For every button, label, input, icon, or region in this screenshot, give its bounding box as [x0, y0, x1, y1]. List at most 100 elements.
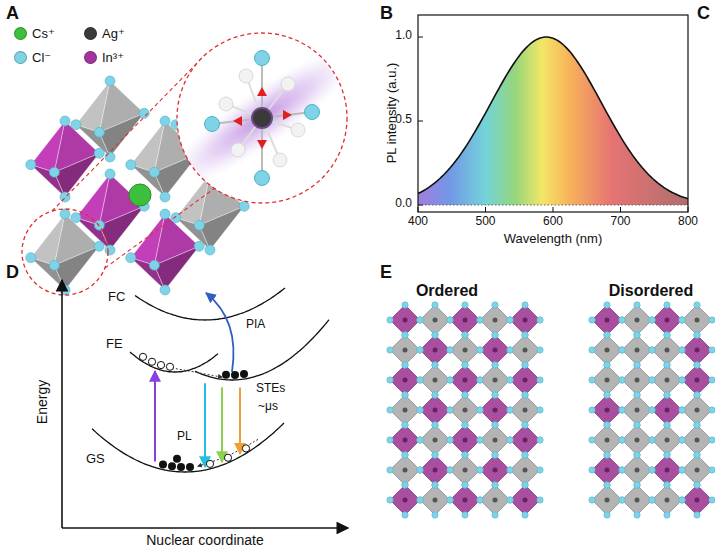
chloride-site: [477, 437, 483, 443]
chloride-site: [619, 467, 625, 473]
figure-label: 800: [678, 215, 698, 229]
chloride-site: [589, 437, 595, 443]
metal-site: [665, 318, 670, 323]
chloride-site: [679, 467, 685, 473]
chloride-site: [664, 482, 670, 488]
chloride-site: [462, 512, 468, 518]
chloride-site: [492, 422, 498, 428]
octahedron-tile: [592, 425, 622, 455]
chloride-site: [634, 332, 640, 338]
chloride-site: [694, 362, 700, 368]
chloride-site: [649, 467, 655, 473]
metal-site: [433, 318, 438, 323]
chloride-atom: [49, 167, 59, 177]
transition-arrow: [239, 388, 241, 454]
chloride-site: [694, 512, 700, 518]
carrier-filled: [168, 462, 176, 470]
octahedron-tile: [682, 455, 712, 485]
octahedron: [26, 116, 104, 202]
figure-label: ~μs: [258, 400, 278, 414]
ghost-atom: [281, 77, 295, 91]
metal-site: [635, 378, 640, 383]
chloride-site: [387, 437, 393, 443]
octahedron: [26, 209, 104, 295]
chloride-site: [604, 482, 610, 488]
y-tick: [418, 37, 423, 38]
panel-a-art: [22, 26, 376, 295]
chloride-atom: [60, 116, 70, 126]
chloride-site: [507, 467, 513, 473]
metal-site: [635, 438, 640, 443]
metal-site: [665, 468, 670, 473]
chloride-site: [522, 422, 528, 428]
chloride-atom: [255, 171, 270, 186]
chloride-site: [402, 452, 408, 458]
chloride-site: [432, 422, 438, 428]
chloride-site: [649, 497, 655, 503]
octahedron-face: [99, 113, 144, 157]
figure-label: FE: [106, 337, 123, 352]
chloride-site: [537, 317, 543, 323]
y-tick: [418, 121, 423, 122]
metal-site: [695, 498, 700, 503]
chloride-site: [619, 347, 625, 353]
chloride-atom: [194, 241, 204, 251]
chloride-site: [462, 302, 468, 308]
figure-label: Nuclear coordinate: [146, 532, 264, 548]
chloride-site: [694, 482, 700, 488]
chloride-site: [649, 377, 655, 383]
chloride-atom: [205, 117, 220, 132]
chloride-site: [402, 362, 408, 368]
octahedron-tile: [420, 485, 450, 515]
metal-site: [463, 378, 468, 383]
chloride-site: [447, 347, 453, 353]
chloride-site: [462, 362, 468, 368]
chloride-site: [694, 422, 700, 428]
chloride-site: [492, 482, 498, 488]
octahedron-tile: [450, 455, 480, 485]
chloride-site: [522, 362, 528, 368]
cesium-atom: [129, 184, 151, 206]
chloride-site: [537, 407, 543, 413]
chloride-site: [619, 377, 625, 383]
chloride-site: [649, 347, 655, 353]
metal-site: [433, 348, 438, 353]
spectrum-fill: [418, 37, 688, 205]
chloride-site: [649, 407, 655, 413]
octahedron-face: [199, 206, 244, 250]
chloride-site: [432, 362, 438, 368]
chloride-site: [694, 362, 700, 368]
potential-curve: [130, 352, 218, 372]
chloride-site: [507, 437, 513, 443]
chloride-site: [694, 482, 700, 488]
metal-site: [433, 378, 438, 383]
chloride-atom: [94, 148, 104, 158]
figure-label: PIA: [246, 318, 265, 332]
chloride-site: [462, 452, 468, 458]
metal-site: [605, 408, 610, 413]
chloride-site: [634, 512, 640, 518]
chloride-site: [649, 437, 655, 443]
chloride-atom: [205, 245, 215, 255]
metal-site: [403, 468, 408, 473]
chloride-site: [522, 452, 528, 458]
chloride-atom: [126, 160, 136, 170]
chloride-site: [432, 512, 438, 518]
chloride-site: [604, 482, 610, 488]
chloride-site: [679, 407, 685, 413]
chloride-site: [507, 407, 513, 413]
chloride-site: [619, 317, 625, 323]
chloride-site: [709, 377, 715, 383]
chloride-site: [589, 407, 595, 413]
chloride-site: [507, 347, 513, 353]
chloride-atom: [160, 209, 170, 219]
chloride-site: [634, 482, 640, 488]
metal-site: [635, 498, 640, 503]
chloride-site: [694, 302, 700, 308]
metal-site: [433, 498, 438, 503]
octahedron-face: [54, 153, 99, 197]
legend-text: Ag⁺: [102, 26, 125, 41]
octahedron-tile: [592, 455, 622, 485]
chloride-site: [664, 452, 670, 458]
chloride-site: [604, 362, 610, 368]
